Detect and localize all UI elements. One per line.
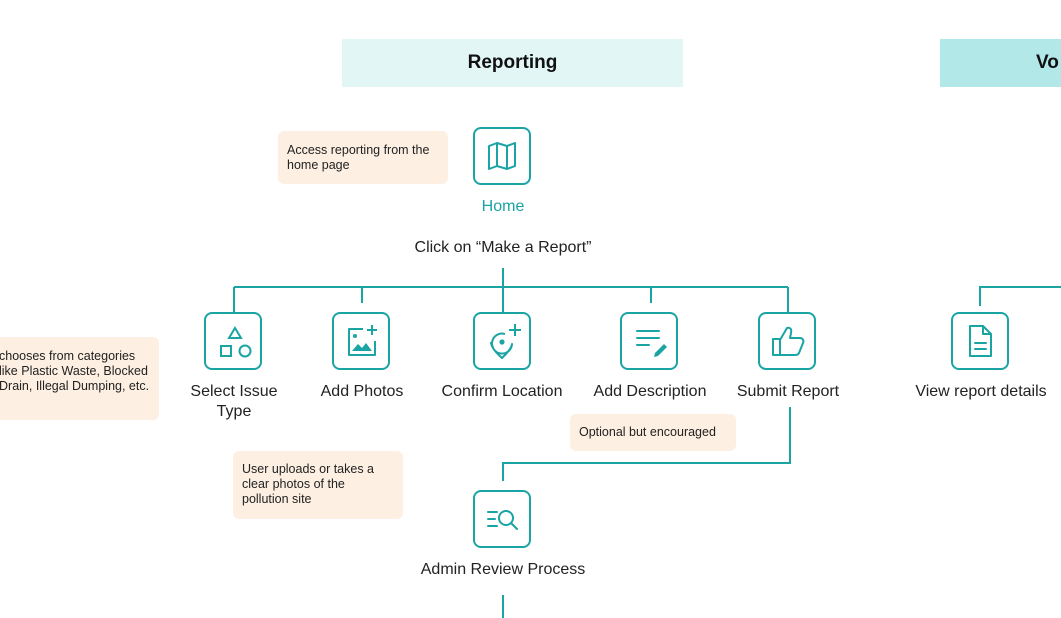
select-issue-type-label: Select Issue Type — [190, 383, 278, 420]
edit-text-icon — [636, 330, 667, 357]
view-report-details-node[interactable] — [951, 312, 1009, 370]
document-icon — [969, 325, 992, 357]
add-photos-node[interactable] — [332, 312, 390, 370]
admin-review-label: Admin Review Process — [420, 561, 586, 578]
note-categories: chooses from categories like Plastic Was… — [0, 337, 159, 420]
add-photos-label: Add Photos — [320, 383, 404, 400]
submit-report-node[interactable] — [758, 312, 816, 370]
voting-header: Vo — [940, 39, 1061, 87]
reporting-header: Reporting — [342, 39, 683, 87]
note-optional: Optional but encouraged — [570, 414, 736, 451]
connector-submit-to-review — [502, 407, 791, 481]
click-make-report-label: Click on “Make a Report” — [414, 239, 592, 256]
map-icon — [488, 142, 516, 170]
confirm-location-label: Confirm Location — [441, 383, 563, 400]
home-label: Home — [481, 198, 525, 215]
view-report-details-label: View report details — [915, 383, 1047, 400]
add-description-node[interactable] — [620, 312, 678, 370]
confirm-location-node[interactable] — [473, 312, 531, 370]
shapes-icon — [220, 326, 252, 358]
add-description-label: Add Description — [593, 383, 707, 400]
home-node[interactable] — [473, 127, 531, 185]
submit-report-label: Submit Report — [736, 383, 840, 400]
search-list-icon — [487, 510, 518, 530]
admin-review-node[interactable] — [473, 490, 531, 548]
note-access-home: Access reporting from the home page — [278, 131, 448, 184]
note-uploads: User uploads or takes a clear photos of … — [233, 451, 403, 519]
location-plus-icon — [490, 324, 521, 359]
connector-voting — [979, 286, 1061, 306]
add-image-icon — [348, 325, 377, 356]
thumbs-up-icon — [772, 326, 805, 356]
select-issue-type-node[interactable] — [204, 312, 262, 370]
